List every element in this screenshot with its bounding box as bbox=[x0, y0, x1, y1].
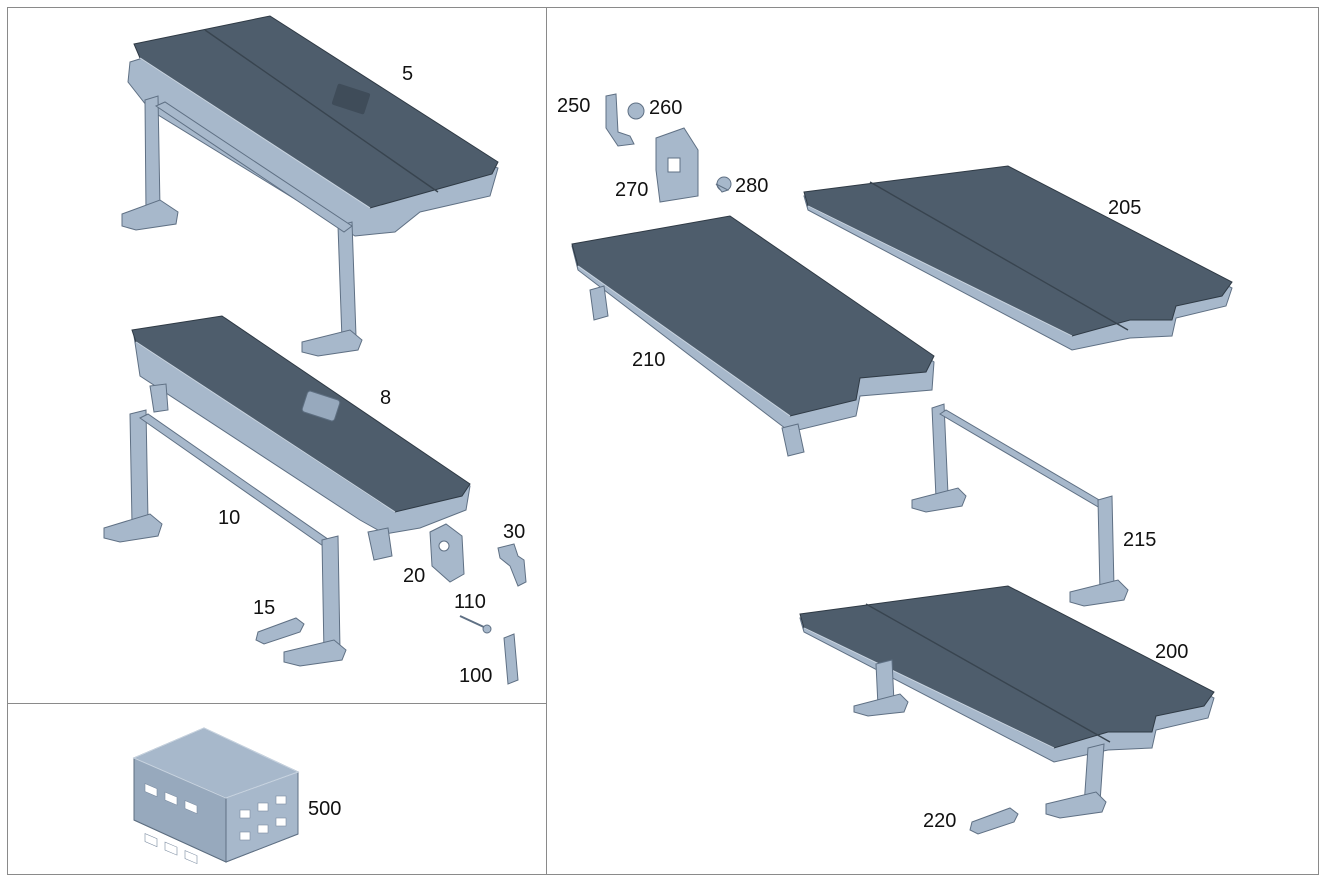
callout-220: 220 bbox=[923, 810, 956, 832]
part-10-leg-frame bbox=[103, 409, 347, 667]
callout-8: 8 bbox=[380, 387, 391, 409]
callout-260: 260 bbox=[649, 97, 682, 119]
cover-8-handle bbox=[301, 390, 341, 422]
callout-5: 5 bbox=[402, 63, 413, 85]
callout-100: 100 bbox=[459, 665, 492, 687]
part-200-floor-panel bbox=[799, 585, 1215, 819]
part-210-floor-panel bbox=[571, 215, 935, 457]
callout-110: 110 bbox=[454, 591, 486, 613]
callout-500: 500 bbox=[308, 798, 341, 820]
crate-vent-holes bbox=[144, 783, 287, 865]
part-30-latch bbox=[497, 543, 527, 587]
part-5-cover-assembly bbox=[121, 15, 499, 357]
cover-handle-recess bbox=[331, 83, 371, 115]
part-250-bracket bbox=[605, 93, 635, 147]
part-15-foot-pad bbox=[255, 617, 305, 645]
callout-20: 20 bbox=[403, 565, 425, 587]
callout-10: 10 bbox=[218, 507, 240, 529]
callout-30: 30 bbox=[503, 521, 525, 543]
part-500-crate bbox=[132, 727, 300, 865]
callout-200: 200 bbox=[1155, 641, 1188, 663]
part-8-cover-body bbox=[131, 315, 471, 561]
part-260-clip bbox=[627, 102, 645, 120]
callout-210: 210 bbox=[632, 349, 665, 371]
part-280-clip bbox=[715, 176, 732, 193]
part-100-plate bbox=[503, 633, 519, 685]
callout-250: 250 bbox=[557, 95, 590, 117]
callout-205: 205 bbox=[1108, 197, 1141, 219]
part-220-foot-pad bbox=[969, 807, 1019, 835]
callout-15: 15 bbox=[253, 597, 275, 619]
callout-215: 215 bbox=[1123, 529, 1156, 551]
callout-280: 280 bbox=[735, 175, 768, 197]
part-270-holder bbox=[655, 127, 699, 203]
part-205-floor-panel bbox=[803, 165, 1233, 351]
part-215-leg-frame bbox=[911, 403, 1129, 607]
callout-270: 270 bbox=[615, 179, 648, 201]
part-20-bracket bbox=[429, 523, 465, 583]
part-110-screw bbox=[459, 615, 492, 634]
